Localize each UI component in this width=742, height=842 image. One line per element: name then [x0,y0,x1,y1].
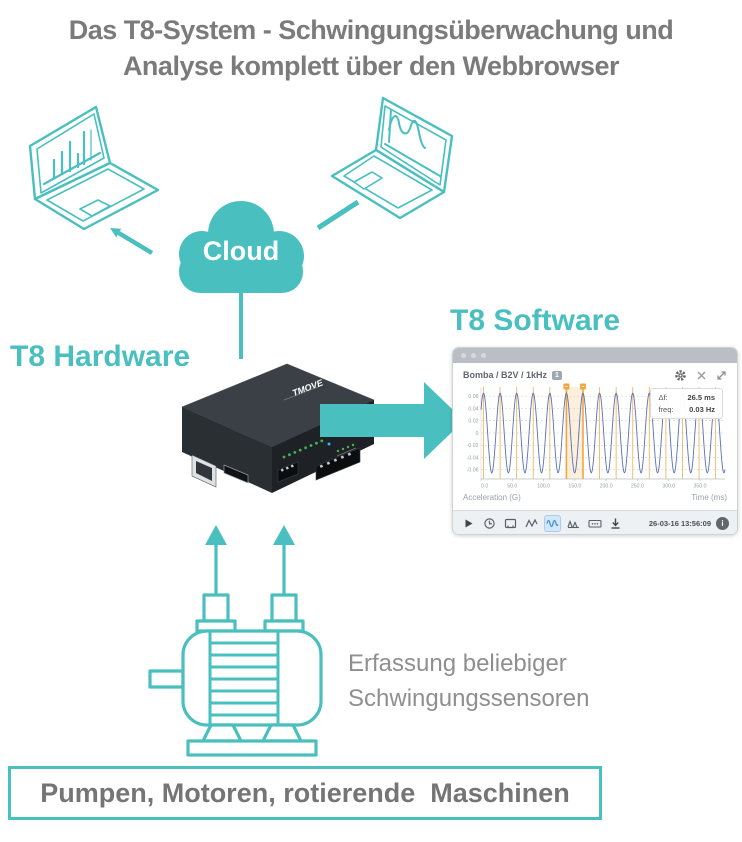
vibration-sensor [270,593,298,623]
chart-title: Bomba / B2V / 1kHz [463,370,548,380]
sensor-arrow-up [273,525,295,595]
tooltip-delta-label: Δf: [658,393,668,402]
vibration-sensor [202,593,230,623]
svg-text:300.0: 300.0 [662,484,675,490]
title-line-1: Das T8-System - Schwingungsüberwachung u… [68,15,674,45]
software-toolbar: 26-03-16 13:56:09 i [453,510,737,534]
peaks-icon[interactable] [566,516,581,531]
laptop-barchart-illustration [28,105,160,231]
motor-shaft [148,669,185,689]
svg-text:250.0: 250.0 [631,484,644,490]
page-title: Das T8-System - Schwingungsüberwachung u… [0,12,742,84]
gear-icon[interactable] [674,369,687,382]
hardware-to-software-arrow [320,382,464,459]
more-options-icon[interactable] [587,516,602,531]
tooltip-freq-label: freq: [658,405,674,414]
cursor-tooltip: Δf: 26.5 ms freq: 0.03 Hz [650,388,723,419]
svg-text:200.0: 200.0 [600,484,613,490]
svg-text:0.04: 0.04 [468,406,478,412]
channel-badge[interactable]: 1 [552,370,562,380]
usb-port [223,464,249,484]
tooltip-freq-value: 0.03 Hz [689,405,715,414]
laptop-linechart-illustration [330,96,454,220]
software-window: Bomba / B2V / 1kHz 1 [452,347,738,535]
svg-text:100.0: 100.0 [537,484,550,490]
window-body: Bomba / B2V / 1kHz 1 [453,363,737,534]
svg-text:0.02: 0.02 [468,419,478,425]
timestamp: 26-03-16 13:56:09 [648,519,711,528]
zigzag-icon[interactable] [524,516,539,531]
y-axis-caption: Acceleration (G) [463,493,521,502]
cloud-to-laptop-line [316,199,360,231]
x-axis-caption: Time (ms) [691,493,727,502]
cloud-to-laptop-arrow [110,228,154,255]
terminal-blocks [277,447,361,483]
history-icon[interactable] [482,516,497,531]
expand-icon[interactable] [716,370,727,381]
motor-fins [208,631,280,725]
svg-text:0.06: 0.06 [468,394,478,400]
motor-illustration [148,525,323,757]
fit-frame-icon[interactable] [503,516,518,531]
cloud: Cloud [166,196,316,294]
window-dot [471,353,476,358]
svg-text:-0.06: -0.06 [467,468,479,474]
hardware-label: T8 Hardware [10,340,191,373]
download-icon[interactable] [608,516,623,531]
window-dot [461,353,466,358]
svg-text:150.0: 150.0 [568,484,581,490]
sensors-caption-line-1: Erfassung beliebiger [348,650,567,677]
cloud-to-hardware-line [239,291,243,359]
svg-text:0.0: 0.0 [481,484,488,490]
svg-text:50.0: 50.0 [507,484,517,490]
bar-chart-icon [42,129,102,186]
machines-box: Pumpen, Motoren, rotierende Maschinen [8,766,602,820]
svg-text:350.0: 350.0 [693,484,706,490]
sensors-caption-line-2: Schwingungssensoren [348,685,590,712]
svg-text:0: 0 [476,431,479,437]
close-icon[interactable] [696,370,707,381]
window-dot [481,353,486,358]
info-icon[interactable]: i [716,517,729,530]
sensor-arrow-up [205,525,227,595]
waveform-icon[interactable] [544,515,561,532]
play-icon[interactable] [461,516,476,531]
machines-caption: Pumpen, Motoren, rotierende Maschinen [40,777,570,808]
cloud-icon [179,201,304,293]
sensors-caption: Erfassung beliebiger Schwingungssensoren [348,646,590,716]
title-line-2: Analyse komplett über den Webbrowser [122,51,620,81]
cloud-label: Cloud [202,236,280,266]
software-label: T8 Software [450,304,621,337]
tooltip-delta-value: 26.5 ms [687,393,715,402]
motor-base [186,739,318,757]
status-leds [282,439,357,459]
svg-text:-0.02: -0.02 [467,443,479,449]
line-chart-icon [384,109,441,177]
waveform-plot[interactable]: 0.06 0.04 0.02 0 -0.02 -0.04 -0.06 0.0 50.0 100.0… [461,383,731,493]
svg-text:-0.04: -0.04 [467,455,479,461]
window-titlebar[interactable] [453,348,737,363]
